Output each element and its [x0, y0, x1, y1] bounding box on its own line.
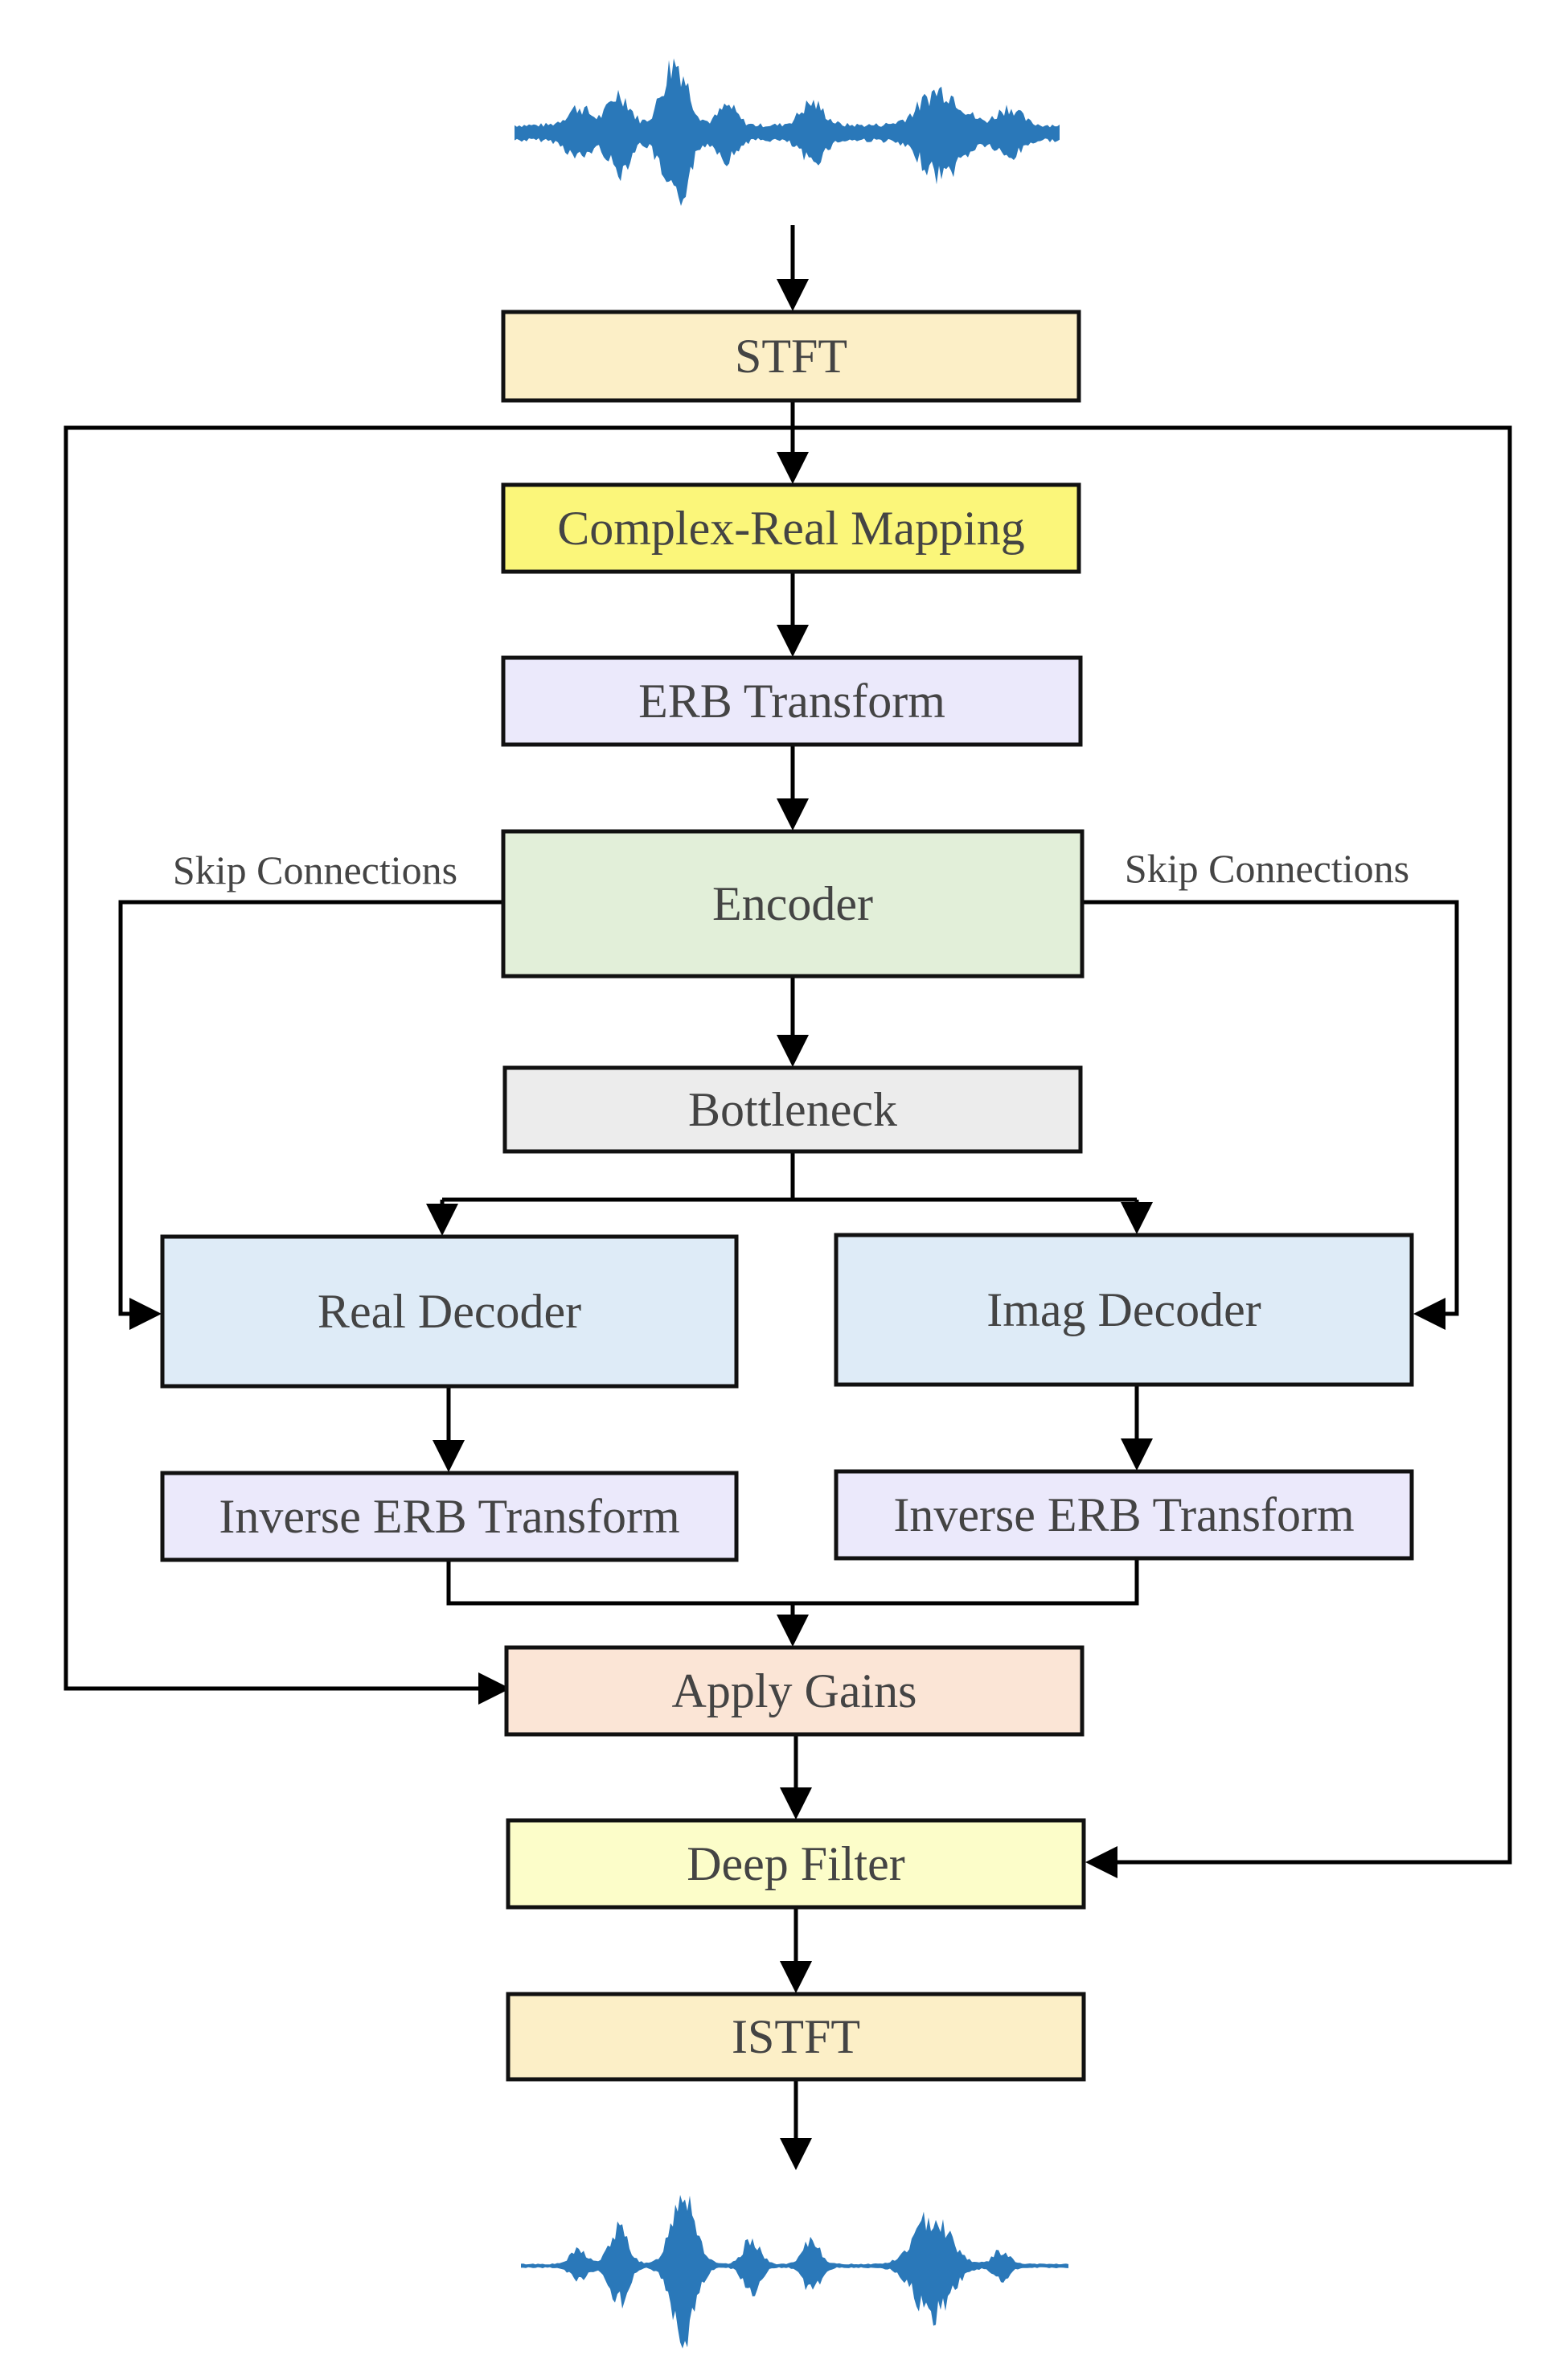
apply-gains-block: Apply Gains	[504, 1645, 1085, 1737]
bypass-stft-to-apply-gains	[64, 425, 793, 1705]
inverse-erb-right-block: Inverse ERB Transform	[834, 1469, 1414, 1561]
inverse-erb-left-block: Inverse ERB Transform	[160, 1471, 739, 1562]
real-decoder-label: Real Decoder	[318, 1285, 581, 1338]
bottleneck-split-line	[442, 1153, 1137, 1202]
inverse-erb-right-label: Inverse ERB Transform	[893, 1488, 1354, 1541]
stft-block: STFT	[501, 310, 1081, 403]
erb-transform-label: ERB Transform	[638, 675, 945, 728]
skip-connections-left-label: Skip Connections	[173, 847, 457, 892]
skip-connection-right	[1082, 900, 1459, 1330]
stft-label: STFT	[735, 330, 847, 383]
real-decoder-block: Real Decoder	[160, 1234, 739, 1389]
bottleneck-label: Bottleneck	[688, 1083, 897, 1136]
output-waveform-icon	[521, 2194, 1068, 2349]
deep-filter-block: Deep Filter	[506, 1818, 1086, 1910]
encoder-label: Encoder	[712, 877, 873, 930]
inverse-erb-left-label: Inverse ERB Transform	[219, 1490, 679, 1543]
deep-filter-label: Deep Filter	[687, 1837, 905, 1890]
bottleneck-block: Bottleneck	[502, 1065, 1083, 1154]
skip-connections-right-label: Skip Connections	[1125, 846, 1409, 891]
complex-real-mapping-label: Complex-Real Mapping	[557, 502, 1025, 555]
complex-real-mapping-block: Complex-Real Mapping	[501, 482, 1081, 574]
skip-connection-left	[118, 900, 502, 1330]
connectors	[64, 225, 1512, 2170]
encoder-block: Encoder	[501, 829, 1085, 979]
bypass-stft-to-deep-filter	[793, 425, 1512, 1878]
merge-inv-erb-to-apply-gains	[446, 1560, 1139, 1643]
istft-label: ISTFT	[732, 2010, 860, 2063]
imag-decoder-block: Imag Decoder	[834, 1233, 1414, 1387]
imag-decoder-label: Imag Decoder	[986, 1283, 1261, 1336]
input-waveform-icon	[515, 58, 1060, 207]
apply-gains-label: Apply Gains	[672, 1664, 917, 1717]
istft-block: ISTFT	[506, 1992, 1086, 2082]
erb-transform-block: ERB Transform	[501, 655, 1083, 747]
